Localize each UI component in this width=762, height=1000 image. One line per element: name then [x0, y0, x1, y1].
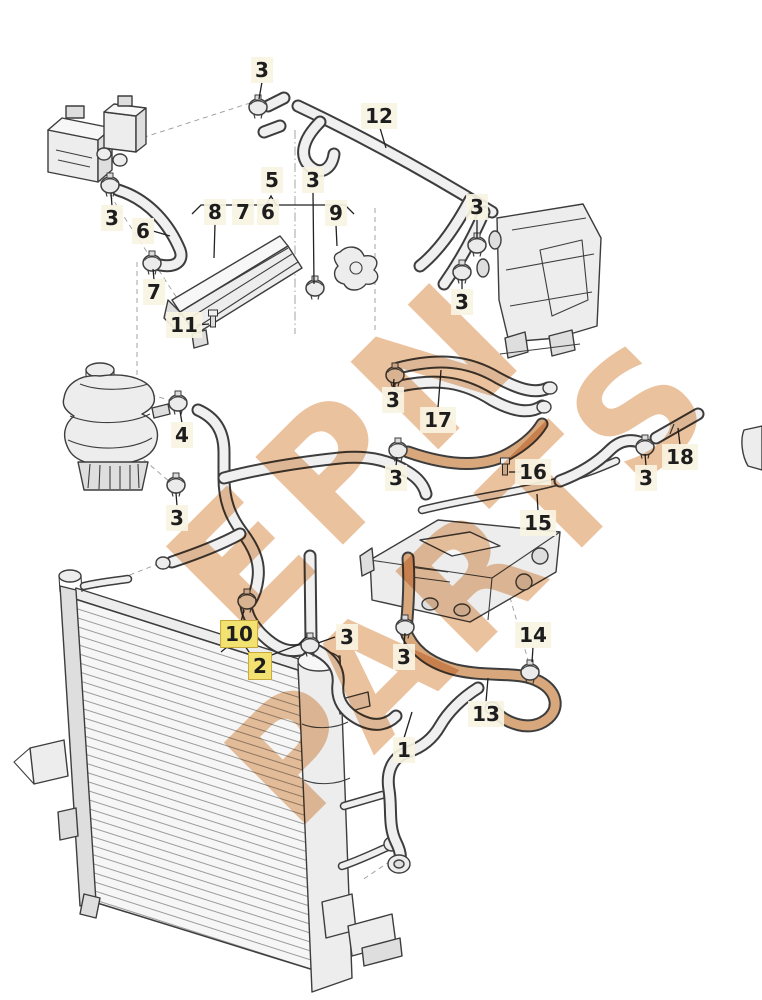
callout-3-5: 3 [302, 167, 324, 193]
callout-3-26: 3 [393, 644, 415, 670]
callout-6-3: 6 [132, 218, 154, 244]
callout-5-4: 5 [261, 167, 283, 193]
callout-4-16: 4 [171, 422, 193, 448]
pipe-18 [649, 407, 705, 445]
mounting-bracket [476, 203, 602, 359]
inverter-unit [359, 519, 561, 623]
callout-9-9: 9 [325, 200, 347, 226]
callout-3-0: 3 [251, 57, 273, 83]
callout-8-6: 8 [204, 199, 226, 225]
callout-14-27: 14 [515, 622, 551, 648]
callout-3-12: 3 [466, 194, 488, 220]
bolt-16 [500, 457, 510, 476]
callout-2-24: 2 [248, 652, 272, 680]
callout-17-15: 17 [420, 407, 456, 433]
callout-11-11: 11 [166, 312, 202, 338]
callout-3-21: 3 [635, 465, 657, 491]
callout-7-7: 7 [232, 199, 254, 225]
callout-3-17: 3 [166, 505, 188, 531]
coolant-valve-assembly [47, 95, 147, 183]
callout-1-29: 1 [393, 737, 415, 763]
callout-7-10: 7 [143, 279, 165, 305]
callout-3-14: 3 [382, 387, 404, 413]
expansion-tank [62, 362, 171, 491]
radiator [13, 569, 403, 993]
hose-6 [111, 183, 188, 273]
callout-13-28: 13 [468, 701, 504, 727]
callout-3-25: 3 [336, 624, 358, 650]
hose-network-10 [155, 403, 433, 731]
callout-15-20: 15 [520, 510, 556, 536]
edge-part [741, 425, 762, 471]
part-9-bracket [333, 246, 379, 291]
hose-17 [391, 355, 558, 471]
callout-10-23: 10 [220, 620, 258, 648]
callout-3-2: 3 [101, 205, 123, 231]
callout-18-22: 18 [662, 444, 698, 470]
callout-3-18: 3 [385, 465, 407, 491]
callout-12-1: 12 [361, 103, 397, 129]
callout-6-8: 6 [257, 199, 279, 225]
hose-1 [381, 681, 485, 874]
callout-16-19: 16 [515, 459, 551, 485]
callout-3-13: 3 [451, 289, 473, 315]
